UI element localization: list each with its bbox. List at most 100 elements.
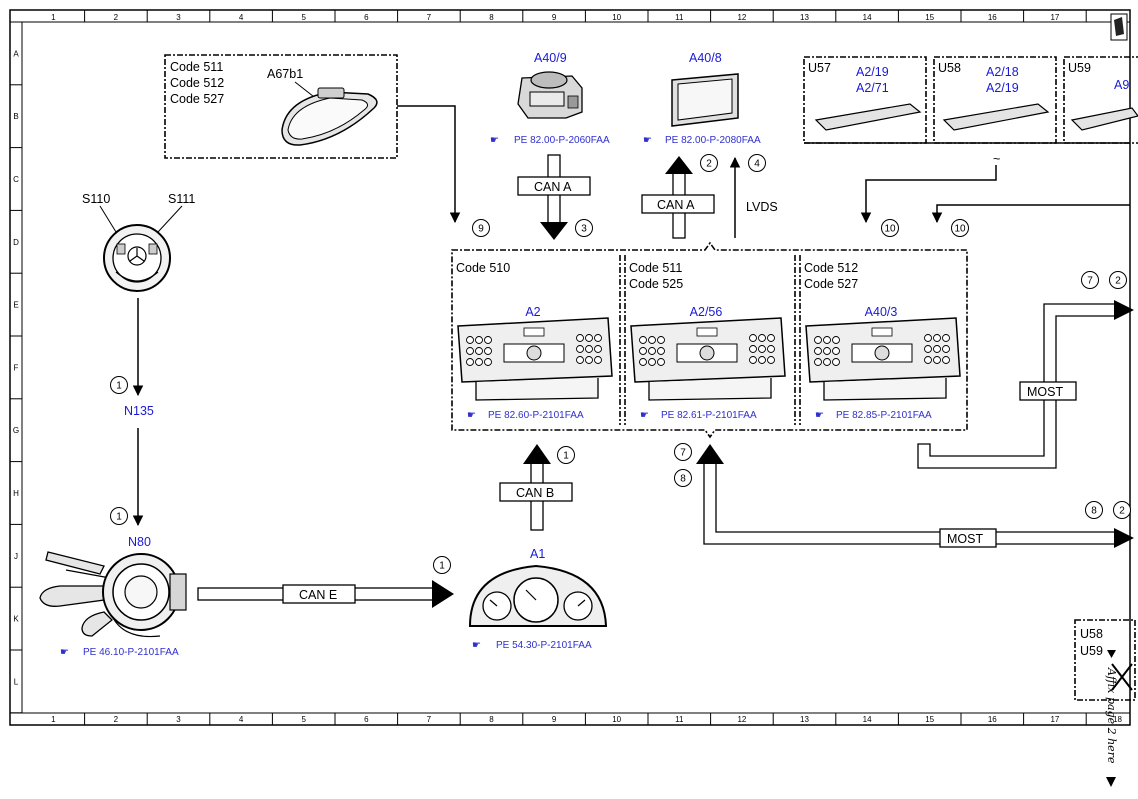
mirror-code-3: Code 527 xyxy=(170,92,224,106)
marker-number: 10 xyxy=(954,224,966,235)
can-e-label: CAN E xyxy=(299,588,337,602)
grid-column-label: 3 xyxy=(176,13,181,22)
grid-column-label: 14 xyxy=(863,715,872,724)
can-a-downlink: CAN A xyxy=(517,154,591,240)
grid-column-label: 10 xyxy=(612,715,621,724)
head-unit-code: Code 511 xyxy=(629,261,682,275)
radio-unit-icon xyxy=(630,317,786,401)
n135-label: N135 xyxy=(124,404,154,418)
can-a-label-2: CAN A xyxy=(657,198,695,212)
grid-row-label: E xyxy=(13,301,18,310)
grid-column-label: 11 xyxy=(675,715,684,724)
steering-wheel-component[interactable]: S110 S111 xyxy=(82,192,195,292)
marker-circle xyxy=(110,376,128,394)
grid-column-label: 14 xyxy=(863,13,872,22)
radio-unit-icon xyxy=(805,317,961,401)
n80-ref[interactable]: PE 46.10-P-2101FAA xyxy=(83,647,179,658)
head-unit-id: A2/56 xyxy=(690,305,723,319)
a1-label: A1 xyxy=(530,547,545,561)
marker-circle xyxy=(110,507,128,525)
u57-label: U57 xyxy=(808,61,831,75)
page-2-continuation[interactable]: U58 U59 Affix page 2 here xyxy=(1074,619,1136,787)
grid-row-label: K xyxy=(13,615,19,624)
grid-column-label: 7 xyxy=(427,715,432,724)
marker-circle xyxy=(674,443,692,461)
marker-number: 1 xyxy=(116,512,122,523)
a40-8-component[interactable]: A40/8 ☛ PE 82.00-P-2080FAA xyxy=(643,51,761,146)
u59-label: U59 xyxy=(1068,61,1091,75)
steering-column-switch-icon xyxy=(39,551,187,638)
marker-number: 1 xyxy=(563,451,569,462)
marker-circle xyxy=(951,219,969,237)
grid-column-label: 7 xyxy=(427,13,432,22)
marker-circle xyxy=(881,219,899,237)
mirror-code-1: Code 511 xyxy=(170,60,223,74)
grid-column-label: 2 xyxy=(114,13,119,22)
a40-8-label: A40/8 xyxy=(689,51,722,65)
n80-component[interactable]: ☛ PE 46.10-P-2101FAA xyxy=(39,551,187,658)
u57-component[interactable]: U57 A2/19 A2/71 xyxy=(803,56,927,144)
grid-column-label: 10 xyxy=(612,13,621,22)
marker-circle xyxy=(700,154,718,172)
marker-circle xyxy=(575,219,593,237)
grid-column-label: 5 xyxy=(301,715,306,724)
grid-column-label: 16 xyxy=(988,13,997,22)
hand-pointer-icon: ☛ xyxy=(490,135,499,146)
a40-9-component[interactable]: A40/9 ☛ PE 82.00-P-2060FAA xyxy=(490,51,610,146)
corner-tab xyxy=(1110,13,1128,41)
grid-column-label: 5 xyxy=(301,13,306,22)
grid-column-label: 11 xyxy=(675,13,684,22)
grid-column-label: 13 xyxy=(800,715,809,724)
a1-component[interactable]: A1 ☛ PE 54.30-P-2101FAA xyxy=(468,547,608,651)
a40-9-label: A40/9 xyxy=(534,51,567,65)
can-b-label: CAN B xyxy=(516,486,554,500)
a40-9-ref[interactable]: PE 82.00-P-2060FAA xyxy=(514,135,610,146)
marker-number: 7 xyxy=(1087,276,1093,287)
marker-circle xyxy=(1081,271,1099,289)
grid-column-label: 16 xyxy=(988,715,997,724)
most-link-lower: MOST xyxy=(696,444,1134,548)
u59-component[interactable]: U59 A9 xyxy=(1063,56,1138,144)
u57-id-2: A2/71 xyxy=(856,81,889,95)
head-unit-ref[interactable]: PE 82.85-P-2101FAA xyxy=(836,410,932,421)
continuation-unit-2: U59 xyxy=(1080,644,1103,658)
grid-column-label: 12 xyxy=(737,715,746,724)
a1-ref[interactable]: PE 54.30-P-2101FAA xyxy=(496,640,592,651)
a40-8-ref[interactable]: PE 82.00-P-2080FAA xyxy=(665,135,761,146)
mirror-icon xyxy=(281,87,378,146)
u57-id-1: A2/19 xyxy=(856,65,889,79)
triangle-down-icon xyxy=(1106,777,1116,787)
grid-row-label: F xyxy=(14,363,19,372)
head-unit-code: Code 512 xyxy=(804,261,858,275)
most-link-upper: MOST xyxy=(917,300,1134,469)
grid-column-label: 9 xyxy=(552,715,557,724)
grid-column-label: 8 xyxy=(489,715,494,724)
marker-number: 8 xyxy=(680,474,686,485)
head-unit-ref[interactable]: PE 82.61-P-2101FAA xyxy=(661,410,757,421)
marker-number: 9 xyxy=(478,224,484,235)
hand-pointer-icon: ☛ xyxy=(640,410,649,421)
lvds-label: LVDS xyxy=(746,200,778,214)
u58-component[interactable]: U58 A2/18 A2/19 xyxy=(933,56,1057,144)
grid-column-label: 15 xyxy=(925,715,934,724)
cross-mark-icon xyxy=(1111,663,1133,691)
hand-pointer-icon: ☛ xyxy=(643,135,652,146)
grid-row-label: J xyxy=(14,552,18,561)
affix-note: Affix page 2 here xyxy=(1105,667,1118,764)
marker-number: 2 xyxy=(706,159,712,170)
head-unit-ref[interactable]: PE 82.60-P-2101FAA xyxy=(488,410,584,421)
head-unit-code: Code 510 xyxy=(456,261,510,275)
drawing-frame xyxy=(9,9,1131,726)
continuation-unit-1: U58 xyxy=(1080,627,1103,641)
mirror-component[interactable]: Code 511 Code 512 Code 527 A67b1 xyxy=(164,54,398,159)
head-unit-id: A2 xyxy=(525,305,540,319)
marker-number: 1 xyxy=(116,381,122,392)
most-label-2: MOST xyxy=(947,532,983,546)
marker-number: 1 xyxy=(439,561,445,572)
